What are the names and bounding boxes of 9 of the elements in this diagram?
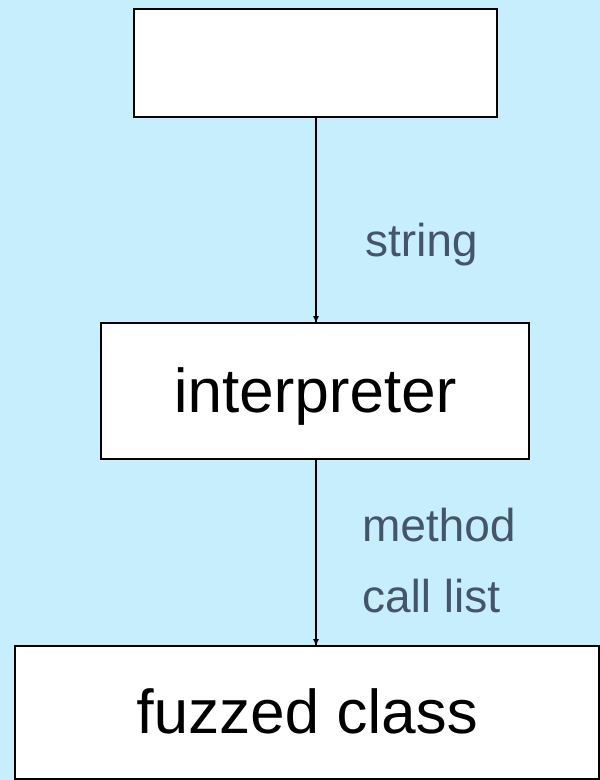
empty-box: [133, 8, 498, 118]
process-box: [100, 322, 530, 460]
node-label: interpreter: [174, 356, 456, 426]
process-box: [14, 645, 600, 780]
node-label: fuzzed class: [136, 677, 478, 748]
arrow: [313, 460, 319, 645]
arrow: [313, 118, 319, 322]
edge-label: string: [365, 213, 478, 268]
edge-label: method call list: [362, 498, 516, 624]
